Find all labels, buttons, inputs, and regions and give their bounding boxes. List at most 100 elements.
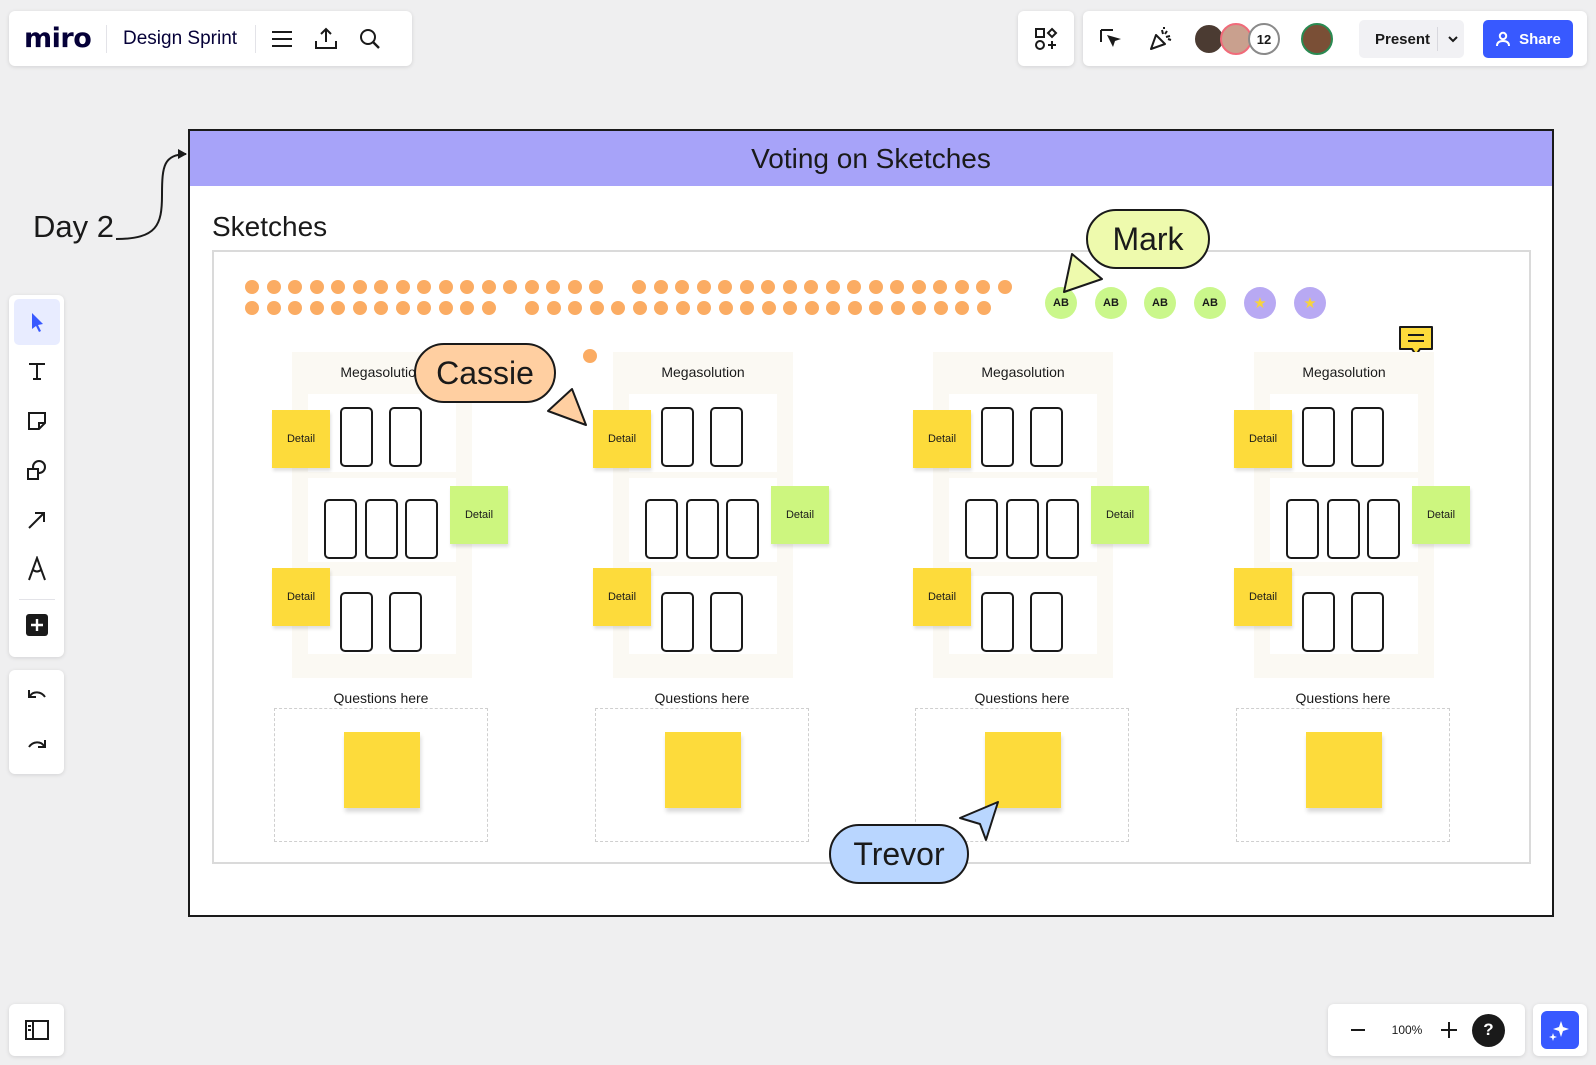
collaborator-count-badge[interactable]: 12: [1248, 23, 1280, 55]
vote-dot[interactable]: [998, 280, 1012, 294]
detail-sticky-note[interactable]: Detail: [450, 486, 508, 544]
vote-dot[interactable]: [503, 280, 517, 294]
column-title[interactable]: Megasolution: [661, 364, 745, 380]
present-button[interactable]: Present: [1359, 20, 1464, 58]
questions-label[interactable]: Questions here: [333, 690, 429, 706]
phone-sketch-screen[interactable]: [1302, 592, 1335, 652]
vote-dot[interactable]: [525, 280, 539, 294]
detail-sticky-note[interactable]: Detail: [1234, 410, 1292, 468]
vote-dot[interactable]: [374, 301, 388, 315]
vote-dot[interactable]: [675, 280, 689, 294]
phone-sketch-screen[interactable]: [965, 499, 998, 559]
vote-dot[interactable]: [912, 301, 926, 315]
vote-dot[interactable]: [848, 301, 862, 315]
vote-dot[interactable]: [804, 280, 818, 294]
vote-dot[interactable]: [267, 301, 281, 315]
questions-label[interactable]: Questions here: [974, 690, 1070, 706]
column-title[interactable]: Megasolution: [1302, 364, 1386, 380]
vote-dot[interactable]: [955, 280, 969, 294]
detail-sticky-note[interactable]: Detail: [1234, 568, 1292, 626]
vote-dot[interactable]: [331, 280, 345, 294]
apps-button[interactable]: [1018, 11, 1074, 66]
phone-sketch-screen[interactable]: [1046, 499, 1079, 559]
share-button[interactable]: Share: [1483, 20, 1573, 58]
ai-assist-button[interactable]: [1533, 1004, 1587, 1056]
zoom-in-button[interactable]: [1434, 1008, 1464, 1052]
vote-dot[interactable]: [933, 280, 947, 294]
voter-avatar[interactable]: AB: [1095, 287, 1127, 319]
vote-dot[interactable]: [583, 349, 597, 363]
vote-dot[interactable]: [891, 301, 905, 315]
more-tools-button[interactable]: [14, 602, 60, 648]
vote-dot[interactable]: [697, 301, 711, 315]
vote-dot[interactable]: [353, 280, 367, 294]
vote-dot[interactable]: [654, 280, 668, 294]
pen-tool[interactable]: [14, 546, 60, 592]
phone-sketch-screen[interactable]: [1030, 592, 1063, 652]
phone-sketch-screen[interactable]: [981, 592, 1014, 652]
vote-dot[interactable]: [482, 301, 496, 315]
miro-logo[interactable]: miro: [24, 23, 92, 54]
phone-sketch-screen[interactable]: [1351, 407, 1384, 467]
phone-sketch-screen[interactable]: [710, 407, 743, 467]
phone-sketch-screen[interactable]: [726, 499, 759, 559]
vote-dot[interactable]: [439, 280, 453, 294]
vote-dot[interactable]: [826, 280, 840, 294]
vote-dot[interactable]: [245, 301, 259, 315]
detail-sticky-note[interactable]: Detail: [593, 568, 651, 626]
sticky-note-tool[interactable]: [14, 398, 60, 444]
vote-dot[interactable]: [761, 280, 775, 294]
questions-dropzone[interactable]: [915, 708, 1129, 842]
vote-dot[interactable]: [267, 280, 281, 294]
vote-dot[interactable]: [568, 301, 582, 315]
phone-sketch-screen[interactable]: [324, 499, 357, 559]
vote-dot[interactable]: [439, 301, 453, 315]
vote-dot[interactable]: [697, 280, 711, 294]
vote-dot[interactable]: [417, 301, 431, 315]
phone-sketch-screen[interactable]: [365, 499, 398, 559]
phone-sketch-screen[interactable]: [389, 407, 422, 467]
board-panel-button[interactable]: [9, 1004, 64, 1056]
questions-label[interactable]: Questions here: [1295, 690, 1391, 706]
vote-dot[interactable]: [547, 301, 561, 315]
vote-dot[interactable]: [977, 301, 991, 315]
vote-dot[interactable]: [719, 301, 733, 315]
vote-dot[interactable]: [869, 280, 883, 294]
phone-sketch-screen[interactable]: [340, 407, 373, 467]
voter-avatar[interactable]: AB: [1194, 287, 1226, 319]
star-vote-token[interactable]: ★: [1294, 287, 1326, 319]
frame-title[interactable]: Voting on Sketches: [751, 142, 991, 174]
vote-dot[interactable]: [611, 301, 625, 315]
vote-dot[interactable]: [740, 280, 754, 294]
vote-dot[interactable]: [633, 301, 647, 315]
vote-dot[interactable]: [460, 301, 474, 315]
detail-sticky-note[interactable]: Detail: [771, 486, 829, 544]
vote-dot[interactable]: [826, 301, 840, 315]
questions-label[interactable]: Questions here: [654, 690, 750, 706]
phone-sketch-screen[interactable]: [661, 592, 694, 652]
voter-avatar[interactable]: AB: [1045, 287, 1077, 319]
vote-dot[interactable]: [546, 280, 560, 294]
phone-sketch-screen[interactable]: [1286, 499, 1319, 559]
vote-dot[interactable]: [869, 301, 883, 315]
zoom-level[interactable]: 100%: [1391, 1023, 1423, 1037]
vote-dot[interactable]: [245, 280, 259, 294]
vote-dot[interactable]: [718, 280, 732, 294]
detail-sticky-note[interactable]: Detail: [913, 568, 971, 626]
vote-dot[interactable]: [482, 280, 496, 294]
arrow-tool[interactable]: [14, 497, 60, 543]
avatar[interactable]: [1220, 23, 1252, 55]
phone-sketch-screen[interactable]: [1367, 499, 1400, 559]
phone-sketch-screen[interactable]: [981, 407, 1014, 467]
column-title[interactable]: Megasolution: [340, 364, 424, 380]
star-vote-token[interactable]: ★: [1244, 287, 1276, 319]
vote-dot[interactable]: [805, 301, 819, 315]
phone-sketch-screen[interactable]: [340, 592, 373, 652]
vote-dot[interactable]: [568, 280, 582, 294]
questions-dropzone[interactable]: [274, 708, 488, 842]
shapes-tool[interactable]: [14, 447, 60, 493]
redo-button[interactable]: [14, 723, 60, 769]
questions-dropzone[interactable]: [595, 708, 809, 842]
vote-dot[interactable]: [762, 301, 776, 315]
day-connector-arrow[interactable]: [112, 145, 192, 245]
